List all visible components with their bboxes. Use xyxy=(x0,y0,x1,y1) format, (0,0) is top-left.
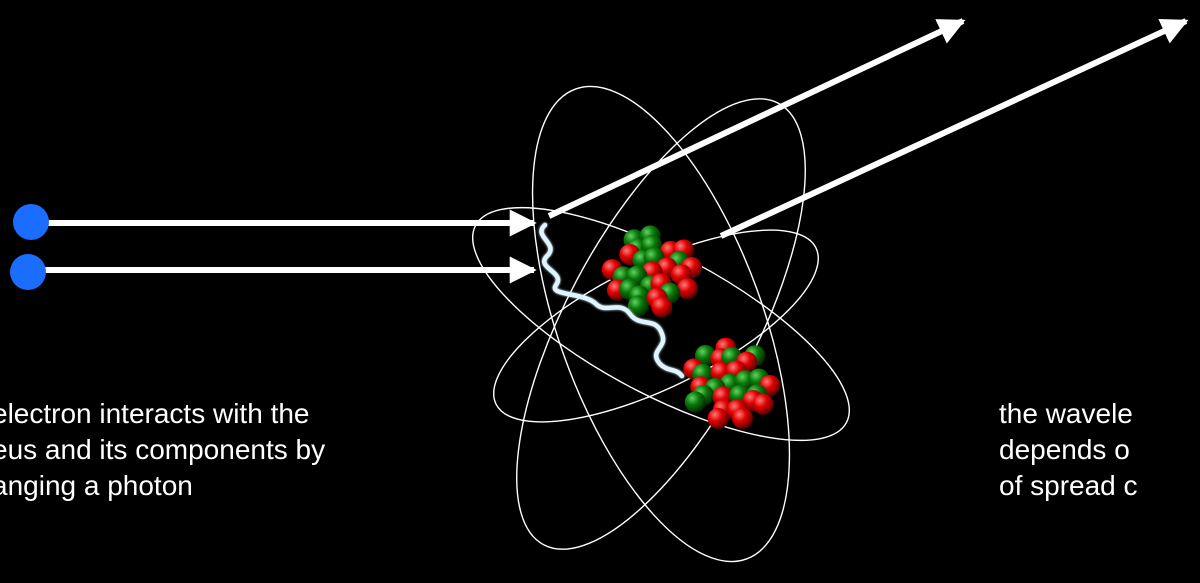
proton xyxy=(708,408,729,429)
right-caption-line: the wavele xyxy=(999,396,1138,432)
orbit-ellipse xyxy=(480,54,843,583)
nucleus-upper xyxy=(602,225,702,317)
incoming-electron-2 xyxy=(10,254,534,290)
proton xyxy=(651,297,672,318)
neutron xyxy=(685,391,706,412)
incoming-electron-1 xyxy=(13,204,534,240)
left-caption: electron interacts with the eus and its … xyxy=(0,396,325,504)
scattered-beam-arrow-1 xyxy=(549,21,963,216)
electron-dot xyxy=(13,204,49,240)
orbit-ellipse xyxy=(443,164,880,485)
proton xyxy=(753,394,774,415)
left-caption-line: anging a photon xyxy=(0,468,325,504)
left-caption-line: electron interacts with the xyxy=(0,396,325,432)
right-caption-line: depends o xyxy=(999,432,1138,468)
right-caption: the wavele depends o of spread c xyxy=(999,396,1138,504)
proton xyxy=(732,408,753,429)
nucleus-lower xyxy=(683,338,780,429)
proton xyxy=(677,278,698,299)
left-caption-line: eus and its components by xyxy=(0,432,325,468)
right-caption-line: of spread c xyxy=(999,468,1138,504)
electron-dot xyxy=(10,254,46,290)
orbit-ellipse xyxy=(460,59,862,583)
scattered-beam-arrow-2 xyxy=(721,21,1186,236)
atom xyxy=(443,54,880,583)
